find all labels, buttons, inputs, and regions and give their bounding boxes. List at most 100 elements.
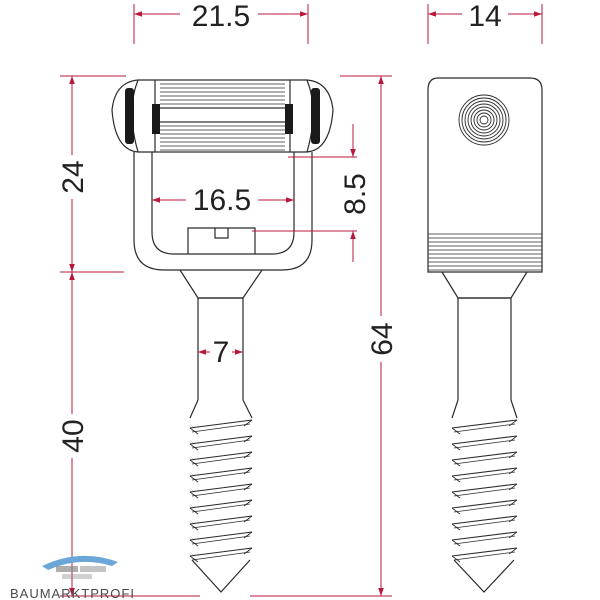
- dim-inner-width-label: 16.5: [193, 184, 251, 217]
- roller-ring-circle: [467, 103, 501, 137]
- thread-root-line: [453, 487, 516, 497]
- dim-inner-width: 16.5: [152, 182, 294, 217]
- thread-flank-line: [508, 435, 518, 443]
- dim-gap-height: 8.5: [252, 124, 372, 262]
- thread-root-line: [191, 551, 251, 561]
- thread-root-line: [191, 455, 251, 465]
- thread-flank-line: [243, 419, 253, 427]
- thread-crest-line: [451, 435, 518, 445]
- thread-root-line: [191, 439, 251, 449]
- dim-gap-height-label: 8.5: [339, 173, 372, 215]
- thread-flank-line: [451, 443, 461, 451]
- thread-flank-line: [451, 507, 461, 515]
- side-thread-transition: [451, 399, 518, 419]
- side-shank: [457, 297, 512, 400]
- thread-flank-line: [243, 467, 253, 475]
- roller-ring-circle: [464, 100, 504, 140]
- front-view: [111, 79, 334, 593]
- thread-flank-line: [451, 555, 461, 563]
- side-body: [427, 77, 543, 273]
- thread-flank-line: [189, 443, 199, 451]
- roller-ring-circle: [479, 115, 489, 125]
- thread-flank-line: [508, 419, 518, 427]
- side-bands: [428, 233, 542, 271]
- thread-root-line: [453, 439, 516, 449]
- side-tip: [453, 559, 515, 593]
- thread-flank-line: [508, 515, 518, 523]
- logo-text: BAUMARKTPROFI: [10, 586, 135, 600]
- thread-flank-line: [508, 499, 518, 507]
- thread-flank-line: [451, 427, 461, 435]
- roller-ring-circle: [458, 94, 510, 146]
- thread-flank-line: [508, 467, 518, 475]
- thread-root-line: [453, 503, 516, 513]
- thread-root-line: [191, 519, 251, 529]
- screw-shank: [197, 298, 244, 400]
- thread-root-line: [453, 423, 516, 433]
- logo-brick-1: [56, 566, 78, 572]
- dim-total-height: 64: [250, 75, 399, 597]
- left-end-cap: [111, 79, 155, 153]
- thread-flank-line: [243, 435, 253, 443]
- thread-crest-line: [451, 499, 518, 509]
- screw-tip: [191, 559, 251, 593]
- thread-root-line: [191, 487, 251, 497]
- thread-flank-line: [243, 547, 253, 555]
- dim-shank-diameter: 7: [198, 336, 243, 369]
- thread-transition: [189, 399, 253, 419]
- thread-root-line: [453, 455, 516, 465]
- thread-flank-line: [189, 475, 199, 483]
- roller-ring-circle: [461, 97, 507, 143]
- thread-flank-line: [451, 459, 461, 467]
- roller-ring-circle: [473, 109, 495, 131]
- dim-left-lower-label: 40: [57, 419, 90, 452]
- thread-flank-line: [451, 491, 461, 499]
- dim-shank-diameter-label: 7: [213, 336, 230, 369]
- dim-left-upper-label: 24: [57, 160, 90, 193]
- roller-ring-circle: [476, 112, 492, 128]
- thread-crest-line: [189, 419, 253, 429]
- lower-roller: [154, 121, 291, 153]
- thread-crest-line: [451, 531, 518, 541]
- thread-crest-line: [451, 419, 518, 429]
- thread-flank-line: [189, 459, 199, 467]
- notch-block: [187, 227, 256, 254]
- dim-left-lower: 40: [56, 272, 200, 597]
- roller-ring-circle: [470, 106, 498, 134]
- thread-flank-line: [508, 483, 518, 491]
- thread-crest-line: [451, 547, 518, 557]
- thread-flank-line: [243, 531, 253, 539]
- side-view: [427, 77, 543, 593]
- left-cap-dark: [125, 88, 134, 144]
- thread-flank-line: [508, 531, 518, 539]
- thread-flank-line: [189, 555, 199, 563]
- right-axle-bar: [285, 104, 293, 134]
- thread-flank-line: [243, 451, 253, 459]
- thread-crest-line: [189, 435, 253, 445]
- side-thread: [451, 419, 518, 563]
- thread-root-line: [453, 535, 516, 545]
- thread-flank-line: [243, 499, 253, 507]
- thread-crest-line: [451, 467, 518, 477]
- dim-side-width: 14: [427, 0, 543, 44]
- dim-top-width-label: 21.5: [192, 0, 250, 33]
- thread-flank-line: [451, 539, 461, 547]
- logo-brick-3: [62, 574, 92, 579]
- thread-crest-line: [189, 515, 253, 525]
- thread-flank-line: [451, 475, 461, 483]
- thread-flank-line: [189, 427, 199, 435]
- thread-crest-line: [189, 531, 253, 541]
- lower-roller-ridges: [160, 125, 285, 151]
- thread-flank-line: [189, 507, 199, 515]
- thread-root-line: [453, 471, 516, 481]
- front-thread: [189, 419, 253, 563]
- screw-cone: [179, 269, 263, 299]
- left-axle-bar: [152, 104, 160, 134]
- thread-root-line: [191, 423, 251, 433]
- thread-crest-line: [451, 483, 518, 493]
- thread-flank-line: [243, 515, 253, 523]
- logo-brick-2: [80, 566, 106, 572]
- u-bracket-inner: [151, 152, 295, 255]
